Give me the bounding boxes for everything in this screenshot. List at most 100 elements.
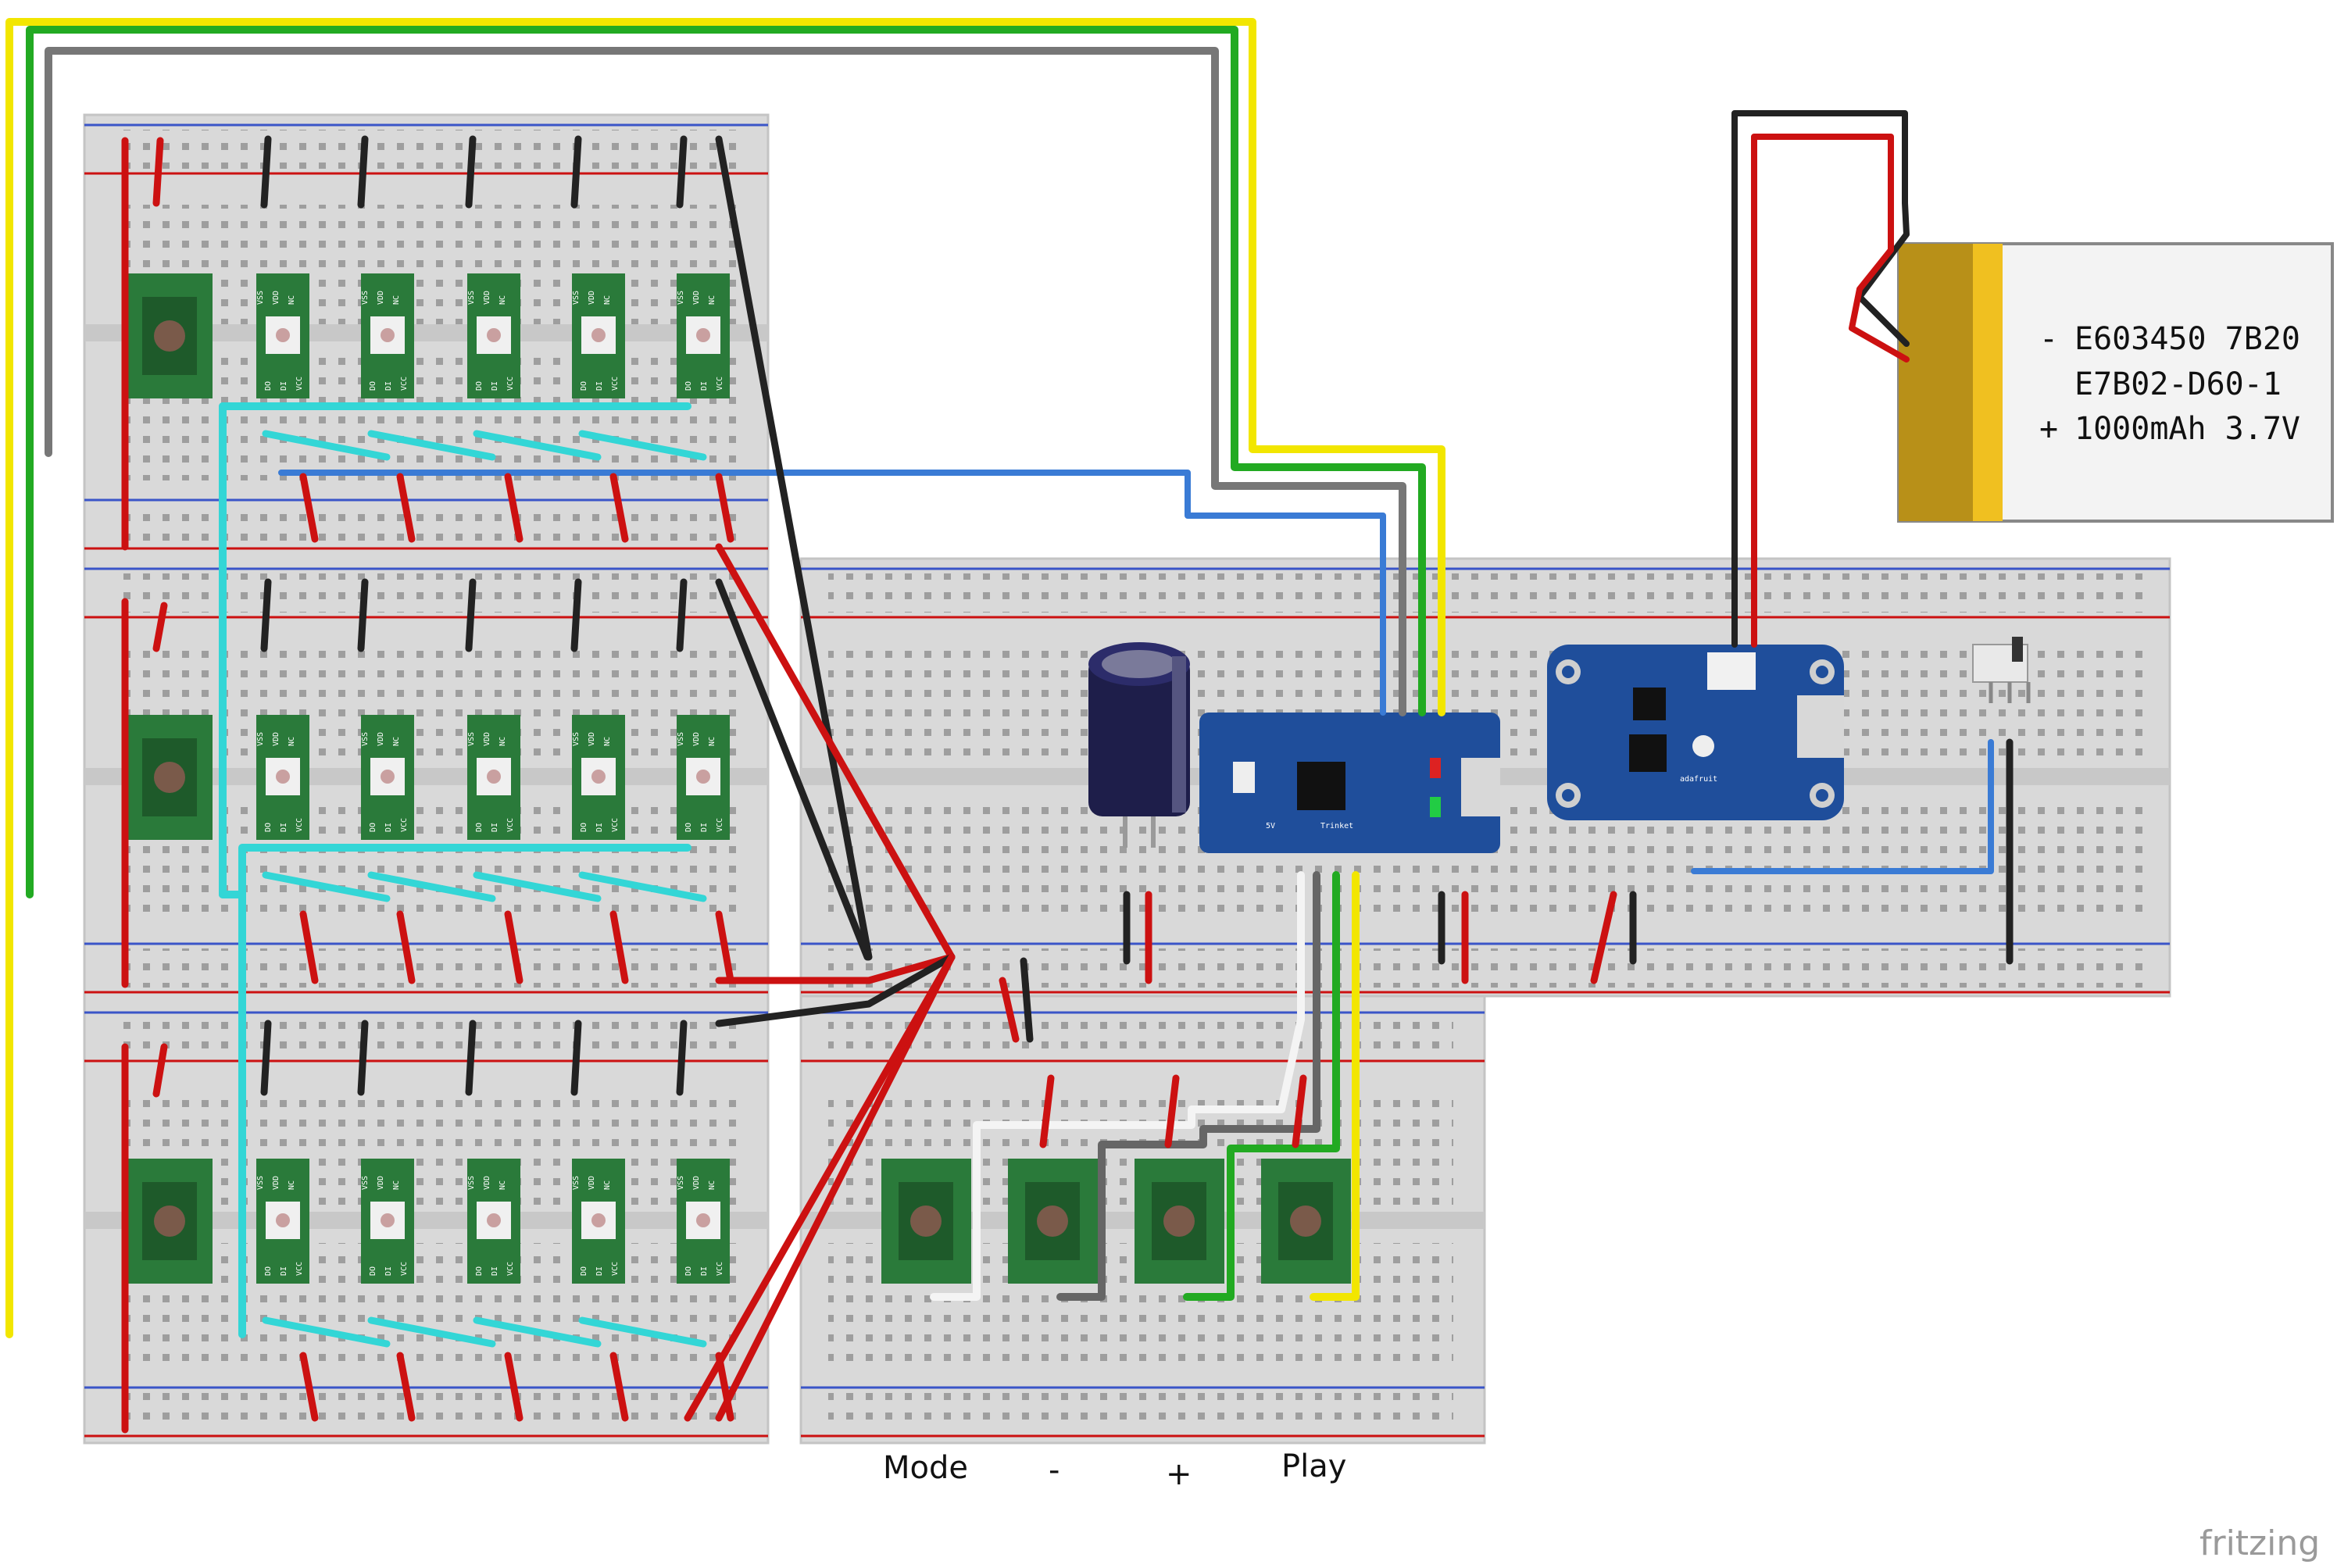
wire-black-diag-2 xyxy=(715,578,871,961)
led-pin-label: DI xyxy=(280,823,288,832)
led-pin-label: DO xyxy=(264,381,273,391)
led-pin-label: NC xyxy=(498,1180,507,1190)
wire-jumper xyxy=(504,473,524,543)
led-pin-label: DO xyxy=(264,1266,273,1276)
wire-white-mode xyxy=(930,871,1305,1301)
wire-jumper xyxy=(1164,1074,1180,1148)
led-pin-label: VDD xyxy=(588,1176,596,1190)
wire-jumper xyxy=(465,578,477,652)
wire-jumper xyxy=(1020,957,1034,1043)
led-pin-label: DO xyxy=(475,381,484,391)
led-pin-label: NC xyxy=(708,295,716,305)
wire-cyan-link xyxy=(367,430,496,461)
led-pin-label: VDD xyxy=(377,1176,385,1190)
wire-jumper xyxy=(357,1020,369,1096)
wire-black-horz xyxy=(715,953,956,1027)
led-pin-label: VDD xyxy=(483,732,491,746)
led-pin-label: DI xyxy=(700,1266,709,1276)
tactile-button-plus xyxy=(1135,1159,1224,1284)
wire-jumper xyxy=(999,977,1020,1043)
led-pin-label: DO xyxy=(684,823,693,832)
lipo-battery: - + E603450 7B20 E7B02-D60-1 1000mAh 3.7… xyxy=(1897,242,2334,523)
wire-cyan-link xyxy=(262,871,391,902)
led-pin-label: NC xyxy=(392,295,401,305)
wire-cyan-link xyxy=(262,1316,391,1348)
led-pin-label: DO xyxy=(264,823,273,832)
wire-cyan-link xyxy=(578,1316,707,1348)
led-pin-label: DO xyxy=(475,823,484,832)
led-pin-label: VCC xyxy=(400,818,409,832)
battery-plus-sign: + xyxy=(2039,411,2058,447)
wire-jumper xyxy=(260,135,272,209)
wire-red-diag-1 xyxy=(715,543,956,961)
wire-jumper xyxy=(676,578,688,652)
wire-jumper xyxy=(676,1020,688,1096)
led-pin-label: NC xyxy=(392,1180,401,1190)
led-pin-label: DO xyxy=(580,823,588,832)
wire-blue-switch xyxy=(1691,739,1994,874)
wire-yellow-main xyxy=(5,18,1445,1338)
wire-cyan-link xyxy=(578,430,707,461)
led-pin-label: DI xyxy=(595,823,604,832)
trinket-voltage-label: 5V xyxy=(1266,822,1275,830)
tactile-button-left-2 xyxy=(127,715,213,840)
led-pin-label: NC xyxy=(288,737,296,746)
wire-jumper xyxy=(609,910,629,984)
led-pin-label: VCC xyxy=(716,1262,724,1276)
wire-cyan-link xyxy=(262,430,391,461)
led-pin-label: VSS xyxy=(256,291,265,305)
led-pin-label: DI xyxy=(491,1266,499,1276)
led-pin-label: VSS xyxy=(467,291,476,305)
led-pin-label: VDD xyxy=(483,1176,491,1190)
led-pin-label: NC xyxy=(603,737,612,746)
wire-jumper xyxy=(260,578,272,652)
led-pin-label: DI xyxy=(700,823,709,832)
wire-jumper xyxy=(1292,1074,1307,1148)
wire-jumper xyxy=(152,137,164,207)
wire-jumper xyxy=(570,1020,582,1096)
wire-jumper xyxy=(570,578,582,652)
wire-jumper xyxy=(357,135,369,209)
led-pin-label: DI xyxy=(280,1266,288,1276)
breadboard-left xyxy=(83,113,770,1445)
wire-jumper xyxy=(260,1020,272,1096)
wire-cyan-mid xyxy=(219,844,691,898)
wire-jumper xyxy=(396,473,416,543)
led-pin-label: DI xyxy=(491,823,499,832)
wire-red-horz xyxy=(715,953,956,984)
led-pin-label: VCC xyxy=(295,377,304,391)
led-pin-label: VSS xyxy=(677,1176,685,1190)
wire-cyan-link xyxy=(473,430,602,461)
breadboard-left-section-3 xyxy=(84,1011,768,1438)
led-pin-label: NC xyxy=(708,1180,716,1190)
led-pin-label: DI xyxy=(491,381,499,391)
wire-red-diag-2 xyxy=(715,953,956,1422)
led-pin-label: VCC xyxy=(295,1262,304,1276)
led-pin-label: VDD xyxy=(483,291,491,305)
led-pin-label: VDD xyxy=(588,732,596,746)
slide-switch[interactable] xyxy=(1972,637,2031,703)
wire-green-main xyxy=(26,26,1426,898)
wire-jumper xyxy=(396,1352,416,1422)
led-pin-label: VSS xyxy=(361,732,370,746)
led-pin-label: VDD xyxy=(272,1176,281,1190)
led-pin-label: VCC xyxy=(400,1262,409,1276)
wire-blue-main xyxy=(278,470,1386,716)
wire-cyan-link xyxy=(473,871,602,902)
led-pin-label: DO xyxy=(369,823,377,832)
wire-jumper xyxy=(299,910,319,984)
led-pin-label: NC xyxy=(603,1180,612,1190)
led-pin-label: NC xyxy=(708,737,716,746)
led-pin-label: VCC xyxy=(506,377,515,391)
led-pin-label: DO xyxy=(475,1266,484,1276)
led-pin-label: VCC xyxy=(506,818,515,832)
led-pin-label: VCC xyxy=(295,818,304,832)
led-pin-label: VSS xyxy=(256,732,265,746)
battery-minus-sign: - xyxy=(2039,321,2058,357)
